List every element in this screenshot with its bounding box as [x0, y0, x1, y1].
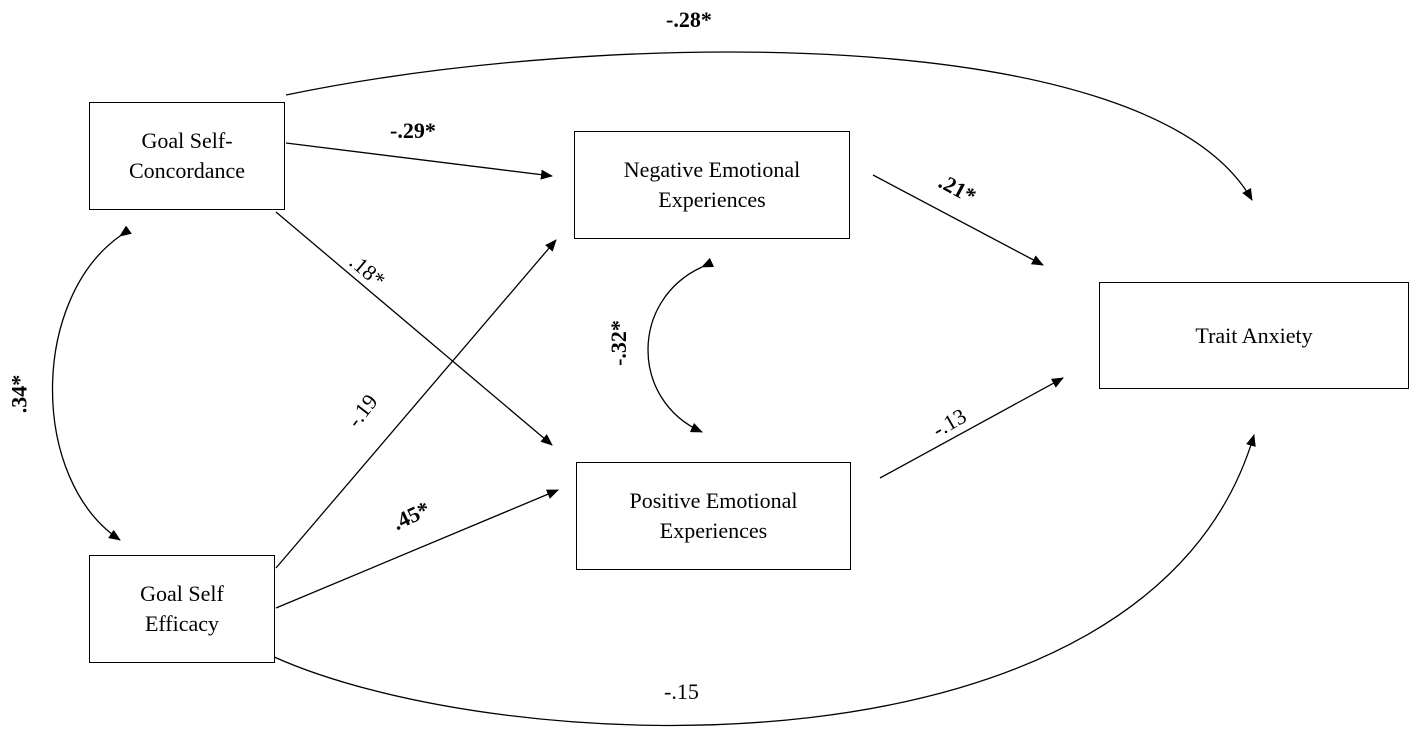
node-label-line: Goal Self- [141, 128, 233, 153]
coef-concordance-with-efficacy: .34* [6, 374, 32, 414]
node-label-line: Efficacy [144, 611, 220, 636]
path-concordance-to-anxiety [285, 51, 1253, 201]
correlation-concordance-efficacy [51, 225, 132, 541]
path-efficacy-to-negative [275, 239, 557, 569]
path-negative-to-anxiety [872, 174, 1044, 266]
coef-concordance-to-anxiety: -.28* [666, 7, 712, 32]
path-concordance-to-negative [285, 142, 553, 180]
path-positive-to-anxiety [879, 377, 1064, 479]
node-label-line: Goal Self [140, 581, 224, 606]
node-goal-self-efficacy: Goal Self Efficacy [89, 555, 275, 663]
node-negative-emotional-experiences: Negative Emotional Experiences [574, 131, 850, 239]
correlation-negative-positive [647, 257, 715, 433]
node-trait-anxiety: Trait Anxiety [1099, 282, 1409, 389]
coef-negative-with-positive: -.32* [605, 320, 631, 366]
node-label-line: Experiences [658, 187, 766, 212]
path-concordance-to-positive [275, 211, 553, 446]
path-efficacy-to-anxiety [271, 434, 1256, 727]
coef-efficacy-to-anxiety: -.15 [664, 679, 699, 704]
node-goal-self-concordance: Goal Self- Concordance [89, 102, 285, 210]
node-positive-emotional-experiences: Positive Emotional Experiences [576, 462, 851, 570]
node-label-line: Negative Emotional [623, 157, 801, 182]
node-label-line: Positive Emotional [629, 488, 798, 513]
node-label-line: Trait Anxiety [1195, 322, 1313, 348]
coef-concordance-to-negative: -.29* [390, 118, 436, 143]
path-efficacy-to-positive [275, 489, 559, 609]
node-label-line: Concordance [128, 158, 246, 183]
node-label-line: Experiences [659, 518, 768, 543]
